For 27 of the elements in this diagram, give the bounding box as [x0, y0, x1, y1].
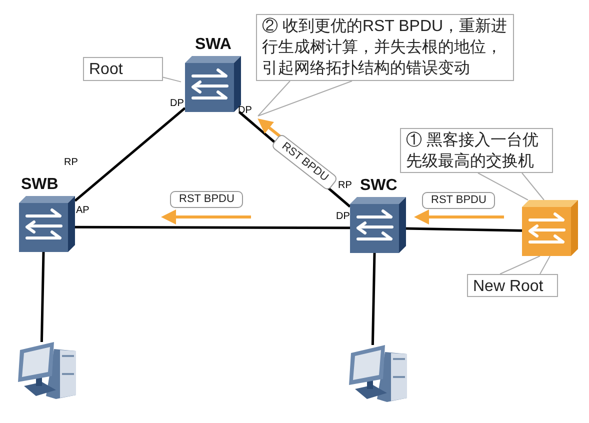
callout-box: ① 黑客接入一台优先级最高的交换机 [400, 128, 553, 173]
leader-line [500, 256, 550, 274]
callout-box: ② 收到更优的RST BPDU，重新进行生成树计算，并失去根的地位，引起网络拓扑结构的错误变动 [256, 14, 514, 81]
device-label: SWA [195, 36, 232, 54]
port-label: DP [336, 211, 350, 222]
leader-line [258, 80, 352, 116]
message-label: RST BPDU [422, 192, 496, 209]
link-line [40, 252, 45, 342]
device-label: SWC [360, 177, 398, 195]
link-line [406, 227, 522, 232]
port-label: RP [64, 157, 78, 168]
port-label: DP [170, 98, 184, 109]
device-label: SWB [21, 176, 58, 194]
switch-icon [522, 200, 578, 256]
port-label: RP [338, 180, 352, 191]
port-label: DP [238, 105, 252, 116]
computer-icon [16, 342, 78, 402]
port-label: AP [76, 205, 90, 216]
link-line [75, 226, 350, 230]
message-label: RST BPDU [170, 191, 244, 208]
leader-line [478, 172, 544, 200]
callout-box: Root [83, 57, 163, 81]
link-line [371, 252, 376, 346]
link-line [74, 107, 186, 202]
computer-icon [347, 345, 409, 405]
callout-box: New Root [467, 274, 558, 297]
leader-line [162, 76, 182, 82]
